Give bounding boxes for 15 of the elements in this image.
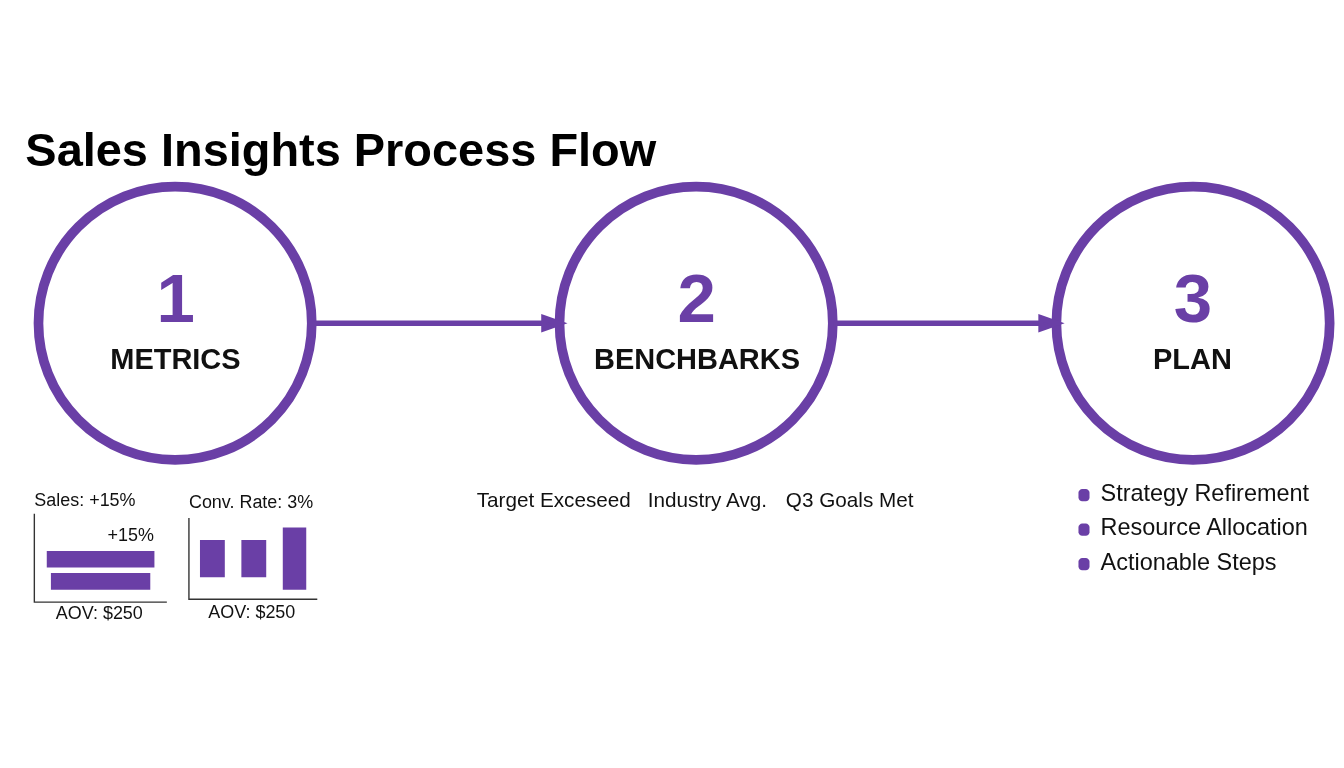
node-label: Actionable Steps bbox=[1100, 548, 1277, 575]
diagram-title: Sales Insights Process Flow bbox=[25, 124, 657, 177]
node-label: +15% bbox=[107, 524, 154, 545]
node-label: Target Exceseed bbox=[476, 487, 631, 511]
node-label: AOV: $250 bbox=[208, 601, 296, 622]
node-label: Sales: +15% bbox=[34, 490, 136, 511]
node-circle: 3 PLAN bbox=[1051, 181, 1335, 465]
node-label: Strategy Refirement bbox=[1100, 479, 1310, 506]
node-circle: 1 METRICS bbox=[33, 181, 317, 465]
node-circle: 2 BENCHBARKS bbox=[554, 181, 838, 465]
node-label: Industry Avg. bbox=[647, 487, 768, 511]
node-label: Resource Allocation bbox=[1100, 514, 1308, 541]
node-label: AOV: $250 bbox=[55, 603, 143, 624]
node-label: Conv. Rate: 3% bbox=[188, 492, 314, 513]
node-label: Q3 Goals Met bbox=[785, 487, 914, 511]
